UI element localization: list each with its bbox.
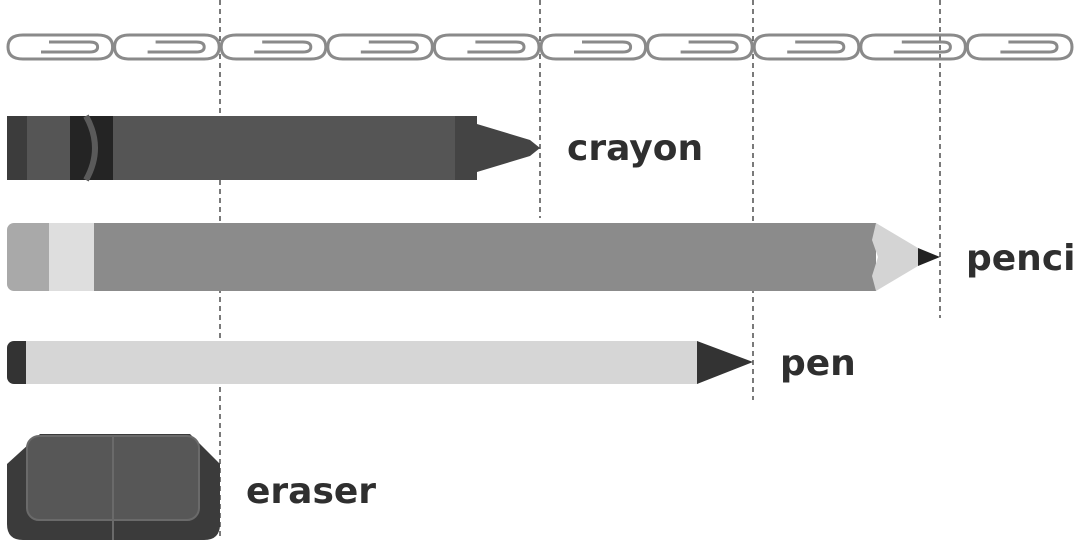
paper-clip <box>326 33 434 61</box>
paper-clip <box>859 33 967 61</box>
pencil-wood-tip <box>872 223 918 291</box>
paper-clip-inner-loop <box>787 40 846 54</box>
paper-clip <box>219 33 328 61</box>
pen-label: pen <box>780 343 856 384</box>
paper-clip-outer-loop <box>752 33 861 61</box>
pencil-ferrule <box>49 223 95 291</box>
paper-clip-outer-loop <box>965 33 1074 61</box>
crayon-label: crayon <box>567 128 704 169</box>
pencil-lead-tip <box>918 248 940 266</box>
paper-clip-outer-loop <box>432 33 541 61</box>
paper-clip <box>646 33 754 61</box>
paper-clip-outer-loop <box>6 33 115 61</box>
paper-clip-inner-loop <box>360 40 419 54</box>
eraser-label: eraser <box>246 471 377 512</box>
paper-clip-ruler <box>6 33 1074 61</box>
paper-clip-inner-loop <box>467 40 526 54</box>
crayon-collar <box>455 116 477 180</box>
pencil <box>7 223 940 291</box>
crayon-band <box>7 116 27 180</box>
pen-body <box>26 341 698 384</box>
paper-clip <box>965 33 1074 61</box>
paper-clip-outer-loop <box>113 33 221 61</box>
paper-clip-outer-loop <box>646 33 754 61</box>
paper-clip <box>752 33 861 61</box>
paper-clip-inner-loop <box>147 40 206 54</box>
pen-tip <box>697 341 753 384</box>
paper-clip-inner-loop <box>41 40 100 54</box>
pen <box>7 341 753 384</box>
paper-clip-inner-loop <box>1000 40 1059 54</box>
paper-clip-outer-loop <box>326 33 434 61</box>
paper-clip <box>432 33 541 61</box>
paper-clip-outer-loop <box>219 33 328 61</box>
pencil-eraser-end <box>7 223 59 291</box>
paper-clip <box>113 33 221 61</box>
crayon-tip <box>477 124 540 172</box>
paper-clip-outer-loop <box>859 33 967 61</box>
eraser <box>7 434 220 540</box>
crayon <box>7 114 540 182</box>
crayon-band-curve <box>83 114 98 182</box>
paper-clip-outer-loop <box>539 33 648 61</box>
paper-clip-inner-loop <box>680 40 739 54</box>
paper-clip <box>539 33 648 61</box>
paper-clip-inner-loop <box>893 40 952 54</box>
paper-clip-inner-loop <box>574 40 633 54</box>
paper-clip <box>6 33 115 61</box>
pencil-label: pencil <box>966 238 1077 279</box>
paper-clip-inner-loop <box>254 40 313 54</box>
pencil-body <box>94 223 876 291</box>
